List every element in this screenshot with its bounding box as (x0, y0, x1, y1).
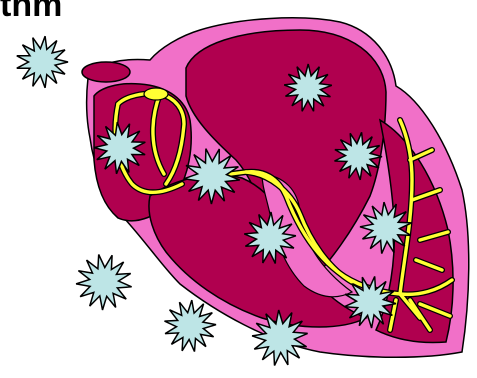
spark-burst-icon (76, 255, 132, 311)
spark-burst-icon (17, 36, 68, 88)
aorta-opening (82, 62, 130, 82)
spark-burst-icon (165, 300, 217, 352)
sa-node (144, 88, 168, 100)
